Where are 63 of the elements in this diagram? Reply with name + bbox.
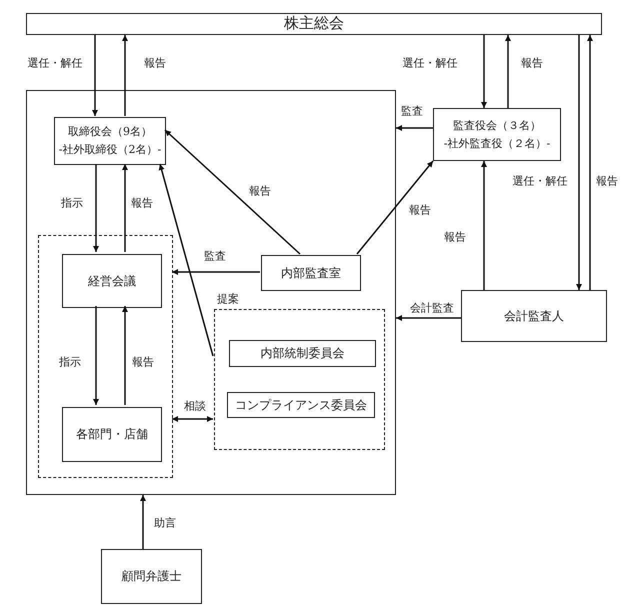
- box-label: 会計監査人: [504, 308, 564, 325]
- arrow: [140, 495, 146, 549]
- dashed-group-frame: [38, 235, 173, 478]
- group-frame: [26, 90, 396, 495]
- edge-label: 監査: [399, 104, 425, 118]
- edge-label: 報告: [594, 174, 620, 188]
- org-box: [101, 549, 202, 604]
- arrow: [587, 35, 593, 290]
- org-box: [261, 255, 361, 291]
- edge-label: 選任・解任: [510, 174, 570, 188]
- box-label: 内部監査室: [281, 264, 341, 282]
- box-label: 監査役会（３名）: [453, 118, 541, 134]
- edge-label: 会計監査: [408, 300, 456, 316]
- org-box: [54, 117, 166, 165]
- edge-label: 監査: [202, 248, 228, 264]
- edge-label: 報告: [129, 196, 155, 210]
- org-box: [433, 108, 561, 161]
- arrow: [356, 160, 434, 254]
- box-label: 内部統制委員会: [260, 345, 344, 362]
- edge-label: 提案: [215, 292, 241, 306]
- arrow: [172, 269, 260, 275]
- box-label: -社外監査役（２名）-: [444, 136, 550, 152]
- arrow: [396, 315, 461, 321]
- edge-label: 報告: [442, 230, 468, 244]
- box-label: 取締役会（9名）: [68, 124, 152, 140]
- org-box: [62, 254, 162, 308]
- edge-label: 選任・解任: [26, 56, 84, 70]
- arrow: [481, 35, 487, 108]
- arrow: [122, 306, 128, 405]
- title-box: [26, 13, 602, 35]
- arrow: [122, 164, 128, 252]
- arrow: [122, 35, 128, 116]
- edge-label: 報告: [407, 202, 433, 218]
- org-box: [227, 392, 375, 418]
- arrow: [396, 125, 433, 131]
- box-label: 顧問弁護士: [122, 568, 182, 586]
- edge-label: 報告: [519, 56, 545, 70]
- edge-label: 指示: [59, 196, 85, 210]
- edge-label: 助言: [152, 516, 178, 530]
- box-label: -社外取締役（2名）-: [58, 142, 162, 158]
- edge-label: 報告: [130, 354, 156, 370]
- edge-label: 選任・解任: [400, 56, 460, 70]
- arrow: [164, 129, 300, 255]
- edge-label: 報告: [247, 184, 273, 198]
- arrow: [158, 164, 214, 356]
- box-label: 各部門・店舗: [76, 426, 148, 444]
- org-box: [461, 290, 607, 342]
- dashed-group-frame: [214, 309, 385, 450]
- arrow: [92, 35, 98, 116]
- org-box: [62, 407, 162, 462]
- edge-label: 報告: [142, 56, 168, 70]
- edge-label: 指示: [57, 354, 83, 370]
- arrow: [481, 161, 487, 290]
- arrow: [93, 164, 99, 252]
- arrow: [576, 35, 582, 290]
- arrow: [93, 306, 99, 405]
- double-arrow: [172, 416, 213, 422]
- box-label: 株主総会: [284, 13, 344, 34]
- box-label: コンプライアンス委員会: [235, 396, 367, 414]
- org-box: [229, 340, 376, 367]
- edge-label: 相談: [182, 398, 208, 414]
- box-label: 経営会議: [88, 272, 136, 290]
- arrow: [505, 35, 511, 108]
